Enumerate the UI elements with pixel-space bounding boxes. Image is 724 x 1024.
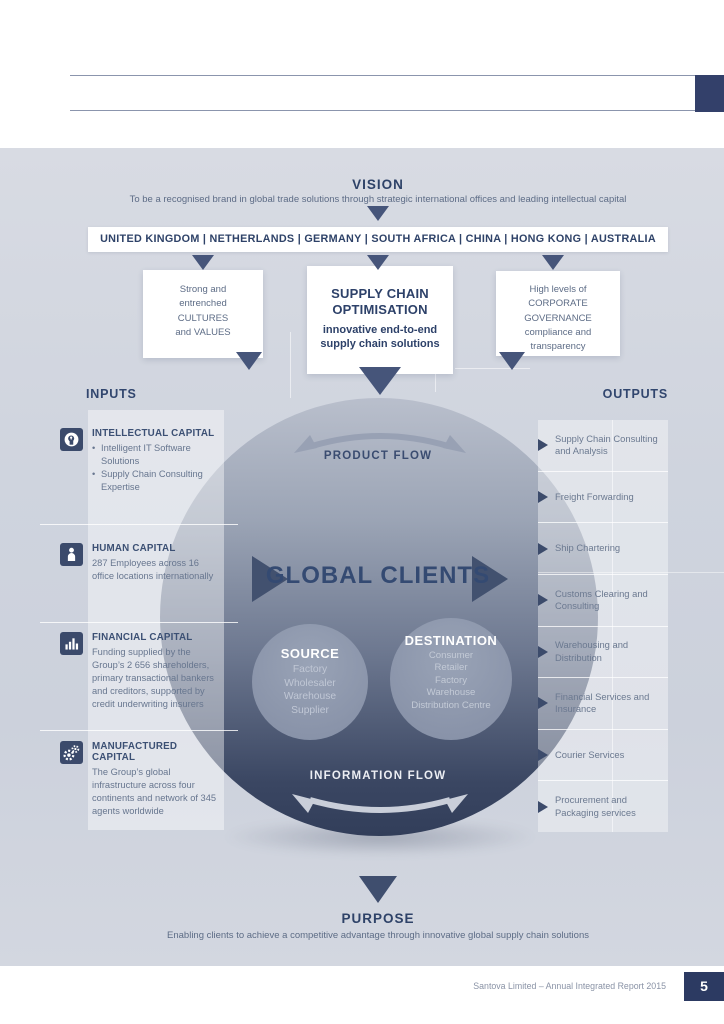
- financial-capital-item: FINANCIAL CAPITAL Funding supplied by th…: [92, 632, 222, 711]
- destination-title: DESTINATION: [404, 633, 498, 648]
- product-flow-label: PRODUCT FLOW: [323, 450, 433, 462]
- inputs-label: INPUTS: [86, 387, 137, 401]
- corporate-governance-box: High levels of CORPORATE GOVERNANCE comp…: [496, 271, 620, 356]
- source-title: SOURCE: [280, 646, 340, 661]
- output-item: Courier Services: [538, 730, 668, 782]
- destination-item: Consumer: [428, 650, 474, 661]
- capital-body: The Group’s global infrastructure across…: [92, 767, 217, 817]
- footer-report-title: Santova Limited – Annual Integrated Repo…: [473, 981, 666, 991]
- output-label: Warehousing and Distribution: [555, 639, 629, 663]
- destination-item: Retailer: [434, 662, 468, 674]
- output-item: Warehousing and Distribution: [538, 627, 668, 679]
- header-corner-block: [695, 75, 724, 112]
- supply-chain-optimisation-box: SUPPLY CHAIN OPTIMISATION innovative end…: [307, 266, 453, 374]
- header-rule-band: [70, 75, 724, 111]
- output-item: Financial Services and Insurance: [538, 678, 668, 730]
- bar-chart-icon: [60, 632, 83, 655]
- capital-body: 287 Employees across 16 office locations…: [92, 558, 214, 582]
- optimisation-title: SUPPLY CHAIN OPTIMISATION: [331, 286, 429, 318]
- manufactured-capital-item: MANUFACTURED CAPITAL The Group’s global …: [92, 741, 222, 818]
- source-item: Supplier: [291, 705, 329, 717]
- divider: [40, 524, 238, 525]
- arrow-down-icon: [359, 876, 397, 903]
- output-label: Customs Clearing and Consulting: [555, 587, 648, 612]
- capital-title: HUMAN CAPITAL: [92, 543, 176, 554]
- intellectual-capital-item: INTELLECTUAL CAPITAL Intelligent IT Soft…: [92, 428, 222, 494]
- destination-circle: DESTINATION Consumer Retailer Factory Wa…: [390, 618, 512, 740]
- arrow-down-icon: [499, 352, 525, 370]
- gears-icon: [60, 741, 83, 764]
- capital-title: MANUFACTURED CAPITAL: [92, 741, 178, 763]
- vision-subtitle: To be a recognised brand in global trade…: [129, 194, 627, 205]
- person-icon: [60, 543, 83, 566]
- destination-item: Warehouse: [426, 687, 476, 699]
- source-item: Factory: [292, 664, 328, 675]
- product-flow-arrow-icon: [294, 433, 466, 453]
- capital-title: FINANCIAL CAPITAL: [92, 632, 193, 643]
- human-capital-item: HUMAN CAPITAL 287 Employees across 16 of…: [92, 543, 222, 583]
- arrow-right-icon: [538, 439, 548, 452]
- global-clients-circle: [160, 398, 598, 836]
- destination-items: Consumer Retailer Factory Warehouse Dist…: [390, 650, 512, 712]
- arrow-down-icon: [192, 255, 214, 270]
- purpose-subtitle: Enabling clients to achieve a competitiv…: [167, 930, 589, 941]
- divider: [40, 622, 238, 623]
- destination-item: Distribution Centre: [411, 699, 491, 711]
- arrow-right-icon: [252, 556, 288, 602]
- arrow-right-icon: [538, 749, 548, 762]
- vision-title: VISION: [352, 177, 404, 192]
- arrow-right-icon: [538, 800, 548, 813]
- information-flow-label: INFORMATION FLOW: [309, 770, 447, 782]
- optimisation-subtitle: innovative end-to-end supply chain solut…: [320, 323, 440, 350]
- capital-bullet: Intelligent IT Software Solutions: [92, 442, 222, 468]
- output-item: Procurement and Packaging services: [538, 781, 668, 832]
- source-item: Warehouse: [283, 691, 337, 703]
- output-item: Customs Clearing and Consulting: [538, 575, 668, 627]
- arrow-right-icon: [538, 645, 548, 658]
- output-item: Ship Chartering: [538, 523, 668, 575]
- output-label: Supply Chain Consulting and Analysis: [555, 432, 658, 457]
- outputs-label: OUTPUTS: [602, 387, 668, 401]
- output-label: Financial Services and Insurance: [555, 690, 650, 715]
- capital-body: Funding supplied by the Group’s 2 656 sh…: [92, 647, 214, 710]
- arrow-right-icon: [538, 542, 548, 555]
- divider: [40, 730, 238, 731]
- output-item: Freight Forwarding: [538, 472, 668, 524]
- arrow-down-icon: [367, 206, 389, 221]
- global-clients-label: GLOBAL CLIENTS: [265, 562, 491, 589]
- source-items: Factory Wholesaler Warehouse Supplier: [252, 663, 368, 718]
- output-label: Ship Chartering: [555, 542, 621, 554]
- grid-line: [290, 332, 291, 398]
- outputs-panel: Supply Chain Consulting and Analysis Fre…: [538, 420, 668, 832]
- countries-bar: UNITED KINGDOM | NETHERLANDS | GERMANY |…: [88, 227, 668, 252]
- destination-item: Factory: [435, 674, 467, 686]
- arrow-right-icon: [538, 697, 548, 710]
- capital-bullet: Supply Chain Consulting Expertise: [92, 468, 222, 494]
- arrow-right-icon: [472, 556, 508, 602]
- page-number: 5: [684, 972, 724, 1001]
- arrow-down-icon: [359, 367, 401, 395]
- arrow-down-icon: [542, 255, 564, 270]
- information-flow-arrow-icon: [292, 794, 468, 813]
- capital-title: INTELLECTUAL CAPITAL: [92, 428, 215, 439]
- arrow-down-icon: [367, 255, 389, 270]
- arrow-right-icon: [538, 490, 548, 503]
- arrow-right-icon: [538, 594, 548, 607]
- grid-line: [538, 572, 724, 573]
- output-item: Supply Chain Consulting and Analysis: [538, 420, 668, 472]
- output-label: Freight Forwarding: [555, 490, 634, 502]
- purpose-title: PURPOSE: [341, 911, 415, 926]
- source-circle: SOURCE Factory Wholesaler Warehouse Supp…: [252, 624, 368, 740]
- output-label: Procurement and Packaging services: [555, 794, 636, 818]
- culture-values-box: Strong and entrenched CULTURES and VALUE…: [143, 270, 263, 358]
- output-label: Courier Services: [555, 748, 625, 760]
- grid-line: [455, 368, 530, 369]
- head-lightbulb-icon: [60, 428, 83, 451]
- source-item: Wholesaler: [284, 677, 336, 689]
- arrow-down-icon: [236, 352, 262, 370]
